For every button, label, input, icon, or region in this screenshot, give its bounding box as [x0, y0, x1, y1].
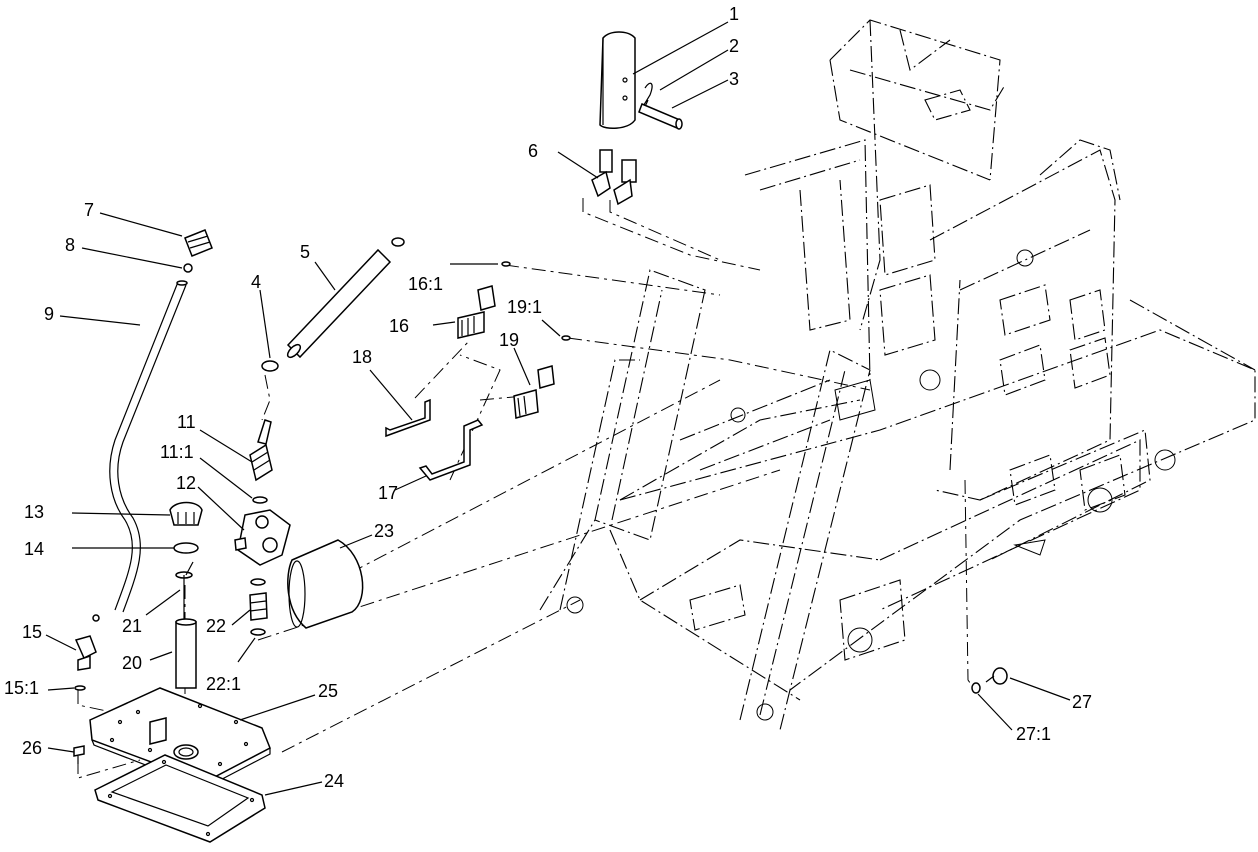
callout-25: 25: [318, 681, 338, 701]
part-24-gasket: [94, 754, 266, 843]
part-27-plug: [985, 667, 1008, 685]
part-18-bracket: [385, 398, 431, 438]
callout-24: 24: [324, 771, 344, 791]
callout-15-1: 15:1: [4, 678, 39, 698]
part-7-dipstick-cap: [184, 229, 213, 257]
callout-7: 7: [84, 200, 94, 220]
callout-3: 3: [729, 69, 739, 89]
callout-27: 27: [1072, 692, 1092, 712]
callout-12: 12: [176, 473, 196, 493]
callout-16-1: 16:1: [408, 274, 443, 294]
callout-13: 13: [24, 502, 44, 522]
part-6-fittings: [591, 149, 637, 206]
callout-8: 8: [65, 235, 75, 255]
callout-17: 17: [378, 483, 398, 503]
part-22-1-o-ring: [250, 628, 266, 636]
part-11-1-o-ring: [252, 496, 268, 504]
part-20-fill-tube: [175, 618, 197, 689]
callout-22-1: 22:1: [206, 674, 241, 694]
part-1-bracket: [599, 31, 636, 130]
part-21-strainer: [175, 561, 194, 620]
part-3-pin: [638, 103, 683, 130]
callout-20: 20: [122, 653, 142, 673]
callout-2: 2: [729, 36, 739, 56]
callouts: 1 2 3 4 5 6 7 8 9 11 11:1 12 13 14 15 15…: [4, 4, 1092, 791]
callout-4: 4: [251, 272, 261, 292]
callout-22: 22: [206, 616, 226, 636]
part-15-elbow-fitting: [74, 635, 97, 671]
callout-23: 23: [374, 521, 394, 541]
part-27-1-o-ring: [971, 682, 981, 694]
callout-21: 21: [122, 616, 142, 636]
part-8-clamp: [183, 263, 193, 273]
callout-15: 15: [22, 622, 42, 642]
part-5-hose: [286, 237, 405, 359]
callout-11-1: 11:1: [160, 442, 194, 462]
part-14-o-ring: [173, 542, 199, 554]
part-22-fitting: [249, 592, 268, 621]
callout-1: 1: [729, 4, 739, 24]
part-13-breather-cap: [169, 501, 203, 526]
part-26-bolt: [73, 745, 85, 764]
part-o-ring: [250, 578, 266, 586]
part-17-bracket: [418, 419, 484, 481]
part-9-tube: [92, 280, 188, 622]
machine-frame: [539, 19, 1256, 731]
part-12-filter-head: [234, 509, 291, 566]
part-11-fitting: [249, 419, 273, 482]
callout-16: 16: [389, 316, 409, 336]
callout-19-1: 19:1: [507, 297, 542, 317]
part-19-1-o-ring: [561, 335, 571, 341]
callout-14: 14: [24, 539, 44, 559]
part-15-1-o-ring: [74, 685, 86, 691]
callout-9: 9: [44, 304, 54, 324]
part-16-1-o-ring: [501, 261, 511, 267]
callout-6: 6: [528, 141, 538, 161]
leader-lines: [45, 21, 1071, 796]
callout-27-1: 27:1: [1016, 724, 1051, 744]
part-19-coupler: [513, 365, 555, 419]
callout-26: 26: [22, 738, 42, 758]
callout-5: 5: [300, 242, 310, 262]
callout-11: 11: [177, 412, 196, 432]
callout-18: 18: [352, 347, 372, 367]
part-23-filter: [287, 539, 364, 629]
part-25-cover-plate: [89, 687, 271, 789]
part-4-hose-clamp: [261, 360, 279, 372]
part-16-coupler: [457, 285, 496, 339]
callout-19: 19: [499, 330, 519, 350]
